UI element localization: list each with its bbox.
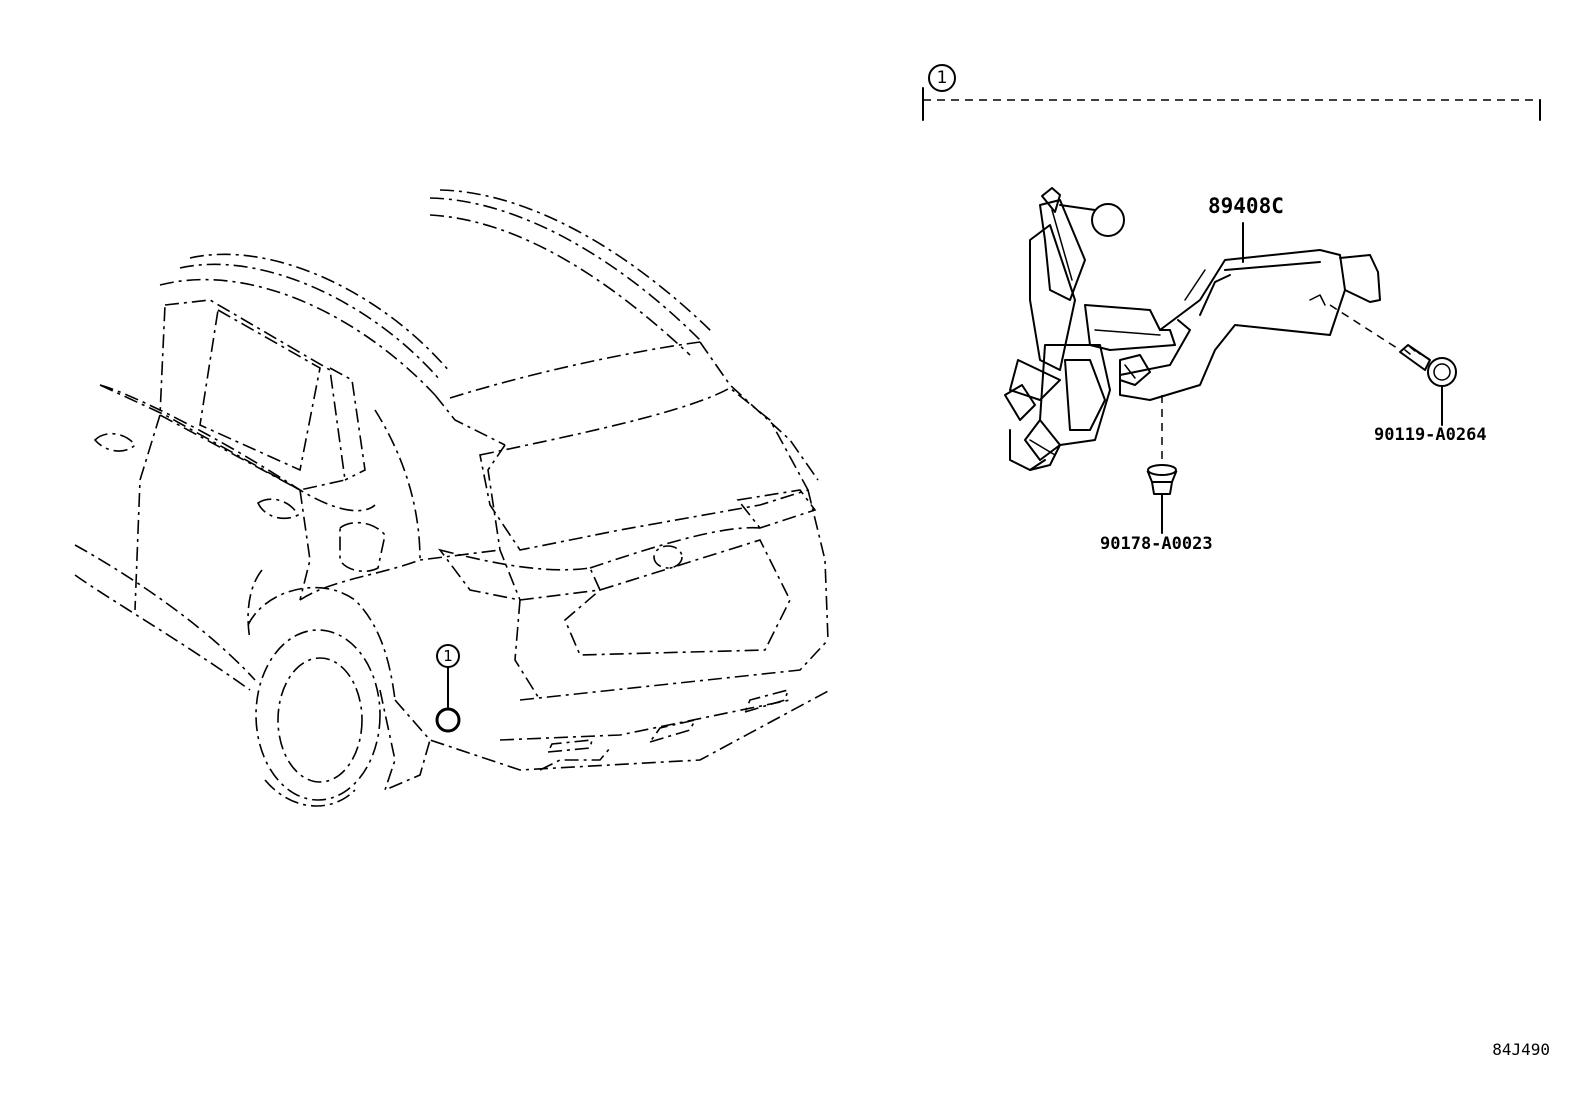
part-label-90119-A0264: 90119-A0264 (1374, 425, 1487, 445)
vehicle-outline (74, 189, 831, 807)
height-sensor-drawing (1004, 187, 1381, 471)
sheet-code: 84J490 (1492, 1040, 1550, 1059)
assembly-bracket (922, 87, 1541, 121)
vehicle-callout (435, 667, 461, 733)
nut-drawing (1146, 395, 1178, 534)
part-label-90178-A0023: 90178-A0023 (1100, 534, 1213, 554)
assembly-callout-number: 1 (928, 64, 956, 92)
bolt-drawing (1329, 304, 1457, 426)
part-label-89408C: 89408C (1208, 194, 1284, 218)
vehicle-callout-number: 1 (436, 644, 460, 668)
